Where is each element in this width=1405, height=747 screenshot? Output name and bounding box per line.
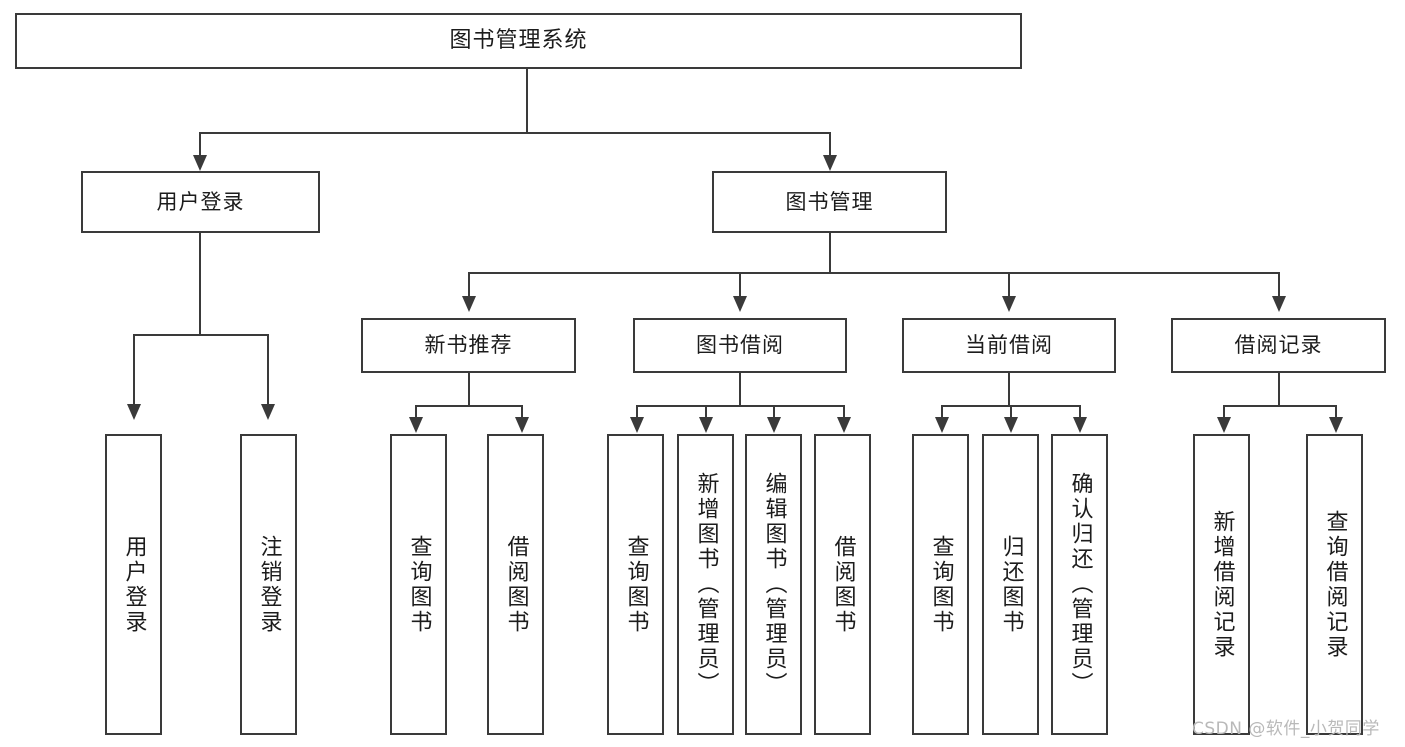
leaf-add-book-admin[interactable]: 新增图书（管理员） <box>677 434 734 735</box>
connector-current-leaf1 <box>941 405 943 419</box>
connector-login-stem <box>199 233 201 335</box>
connector-current-leaf2 <box>1010 405 1012 419</box>
arrow-newbook-leaf1 <box>409 417 423 433</box>
connector-login-leaf1 <box>133 334 135 406</box>
connector-manage-to-records <box>1278 272 1280 298</box>
connector-root-bar <box>199 132 829 134</box>
connector-borrow-leaf1 <box>636 405 638 419</box>
connector-records-leaf2 <box>1335 405 1337 419</box>
connector-borrow-stem <box>739 373 741 406</box>
connector-manage-to-current <box>1008 272 1010 298</box>
arrow-manage-to-newbook <box>462 296 476 312</box>
node-new-book-recommend[interactable]: 新书推荐 <box>361 318 576 373</box>
leaf-borrow-book-newbook[interactable]: 借阅图书 <box>487 434 544 735</box>
node-borrow-records[interactable]: 借阅记录 <box>1171 318 1386 373</box>
csdn-watermark: CSDN @软件_小贺同学 <box>1192 719 1380 739</box>
leaf-user-login[interactable]: 用户登录 <box>105 434 162 735</box>
connector-root-to-login <box>199 132 201 157</box>
arrow-borrow-leaf3 <box>767 417 781 433</box>
arrow-login-leaf1 <box>127 404 141 420</box>
connector-borrow-leaf3 <box>773 405 775 419</box>
leaf-add-borrow-record[interactable]: 新增借阅记录 <box>1193 434 1250 735</box>
leaf-query-borrow-record[interactable]: 查询借阅记录 <box>1306 434 1363 735</box>
connector-manage-stem <box>829 233 831 273</box>
connector-records-stem <box>1278 373 1280 406</box>
arrow-root-to-manage <box>823 155 837 171</box>
connector-current-leaf3 <box>1079 405 1081 419</box>
leaf-confirm-return-admin[interactable]: 确认归还（管理员） <box>1051 434 1108 735</box>
connector-manage-bar <box>468 272 1278 274</box>
node-user-login[interactable]: 用户登录 <box>81 171 320 233</box>
connector-login-leaf2 <box>267 334 269 406</box>
leaf-borrow-book[interactable]: 借阅图书 <box>814 434 871 735</box>
arrow-borrow-leaf4 <box>837 417 851 433</box>
connector-newbook-stem <box>468 373 470 406</box>
arrow-current-leaf3 <box>1073 417 1087 433</box>
arrow-manage-to-current <box>1002 296 1016 312</box>
arrow-manage-to-borrow <box>733 296 747 312</box>
arrow-current-leaf2 <box>1004 417 1018 433</box>
arrow-manage-to-records <box>1272 296 1286 312</box>
leaf-logout[interactable]: 注销登录 <box>240 434 297 735</box>
leaf-query-book-newbook[interactable]: 查询图书 <box>390 434 447 735</box>
node-book-borrow[interactable]: 图书借阅 <box>633 318 847 373</box>
connector-borrow-leaf4 <box>843 405 845 419</box>
node-root-system[interactable]: 图书管理系统 <box>15 13 1022 69</box>
arrow-root-to-login <box>193 155 207 171</box>
connector-manage-to-borrow <box>739 272 741 298</box>
arrow-records-leaf2 <box>1329 417 1343 433</box>
connector-root-stem <box>526 69 528 133</box>
arrow-borrow-leaf2 <box>699 417 713 433</box>
connector-login-bar <box>133 334 267 336</box>
arrow-current-leaf1 <box>935 417 949 433</box>
leaf-query-book-borrow[interactable]: 查询图书 <box>607 434 664 735</box>
connector-borrow-bar <box>636 405 843 407</box>
connector-borrow-leaf2 <box>705 405 707 419</box>
arrow-newbook-leaf2 <box>515 417 529 433</box>
leaf-return-book[interactable]: 归还图书 <box>982 434 1039 735</box>
connector-records-bar <box>1223 405 1335 407</box>
leaf-query-book-current[interactable]: 查询图书 <box>912 434 969 735</box>
connector-newbook-leaf2 <box>521 405 523 419</box>
connector-newbook-bar <box>415 405 521 407</box>
arrow-login-leaf2 <box>261 404 275 420</box>
arrow-borrow-leaf1 <box>630 417 644 433</box>
node-book-management[interactable]: 图书管理 <box>712 171 947 233</box>
arrow-records-leaf1 <box>1217 417 1231 433</box>
leaf-edit-book-admin[interactable]: 编辑图书（管理员） <box>745 434 802 735</box>
connector-current-stem <box>1008 373 1010 406</box>
node-current-borrow[interactable]: 当前借阅 <box>902 318 1116 373</box>
connector-root-to-manage <box>829 132 831 157</box>
connector-records-leaf1 <box>1223 405 1225 419</box>
connector-manage-to-newbook <box>468 272 470 298</box>
connector-newbook-leaf1 <box>415 405 417 419</box>
